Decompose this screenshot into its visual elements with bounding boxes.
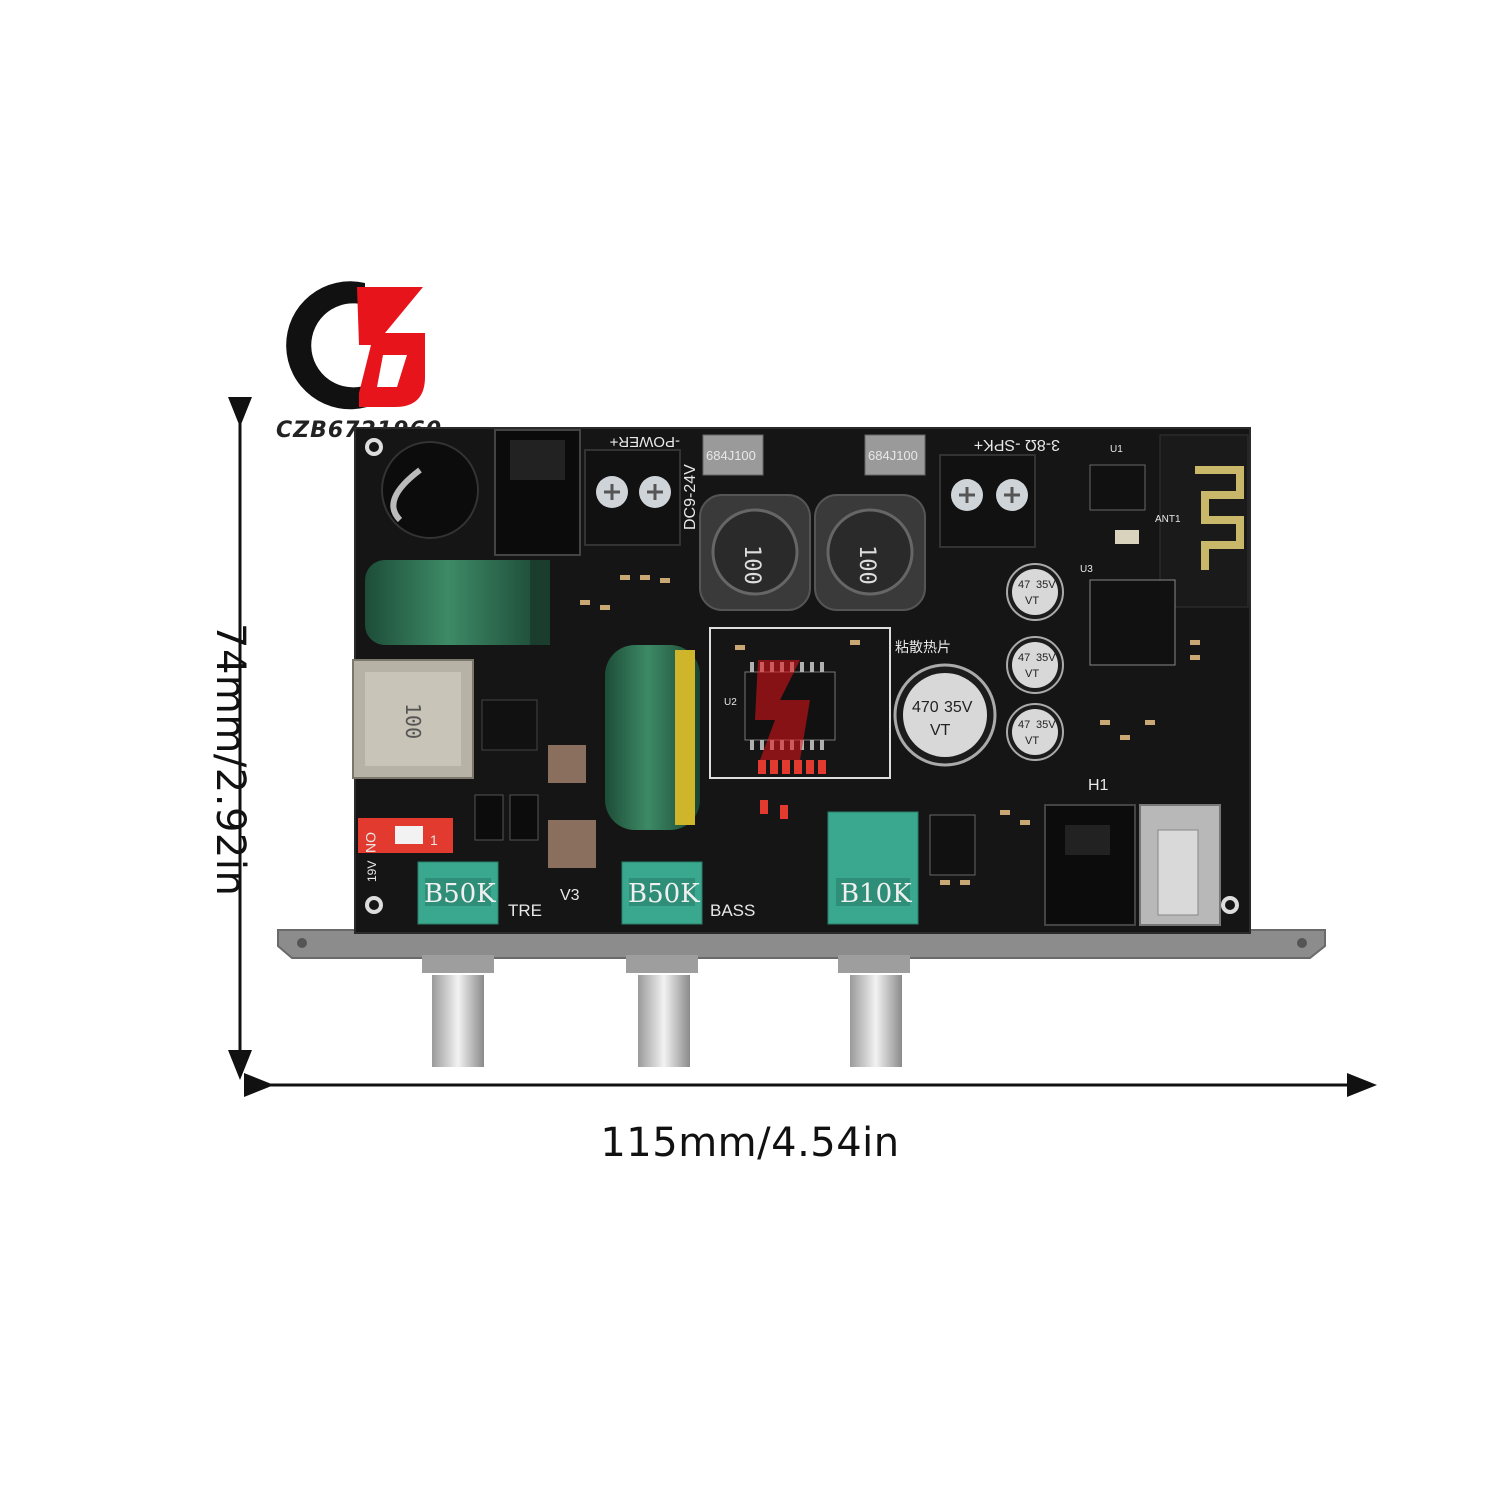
regulator-ic xyxy=(1089,464,1146,511)
pot-volume xyxy=(827,811,919,1067)
u1-label: U1 xyxy=(1110,444,1123,455)
cap-470-v1: 470 xyxy=(912,699,939,716)
solder-pad xyxy=(548,745,586,783)
cap-c-v1: 47 xyxy=(1018,719,1030,731)
power-terminal xyxy=(584,449,681,546)
h1-label: H1 xyxy=(1088,777,1109,794)
cap-a-v2: 35V xyxy=(1036,579,1056,591)
antenna-trace xyxy=(1195,466,1244,570)
audio-jack xyxy=(1044,804,1136,926)
cap-b-v3: VT xyxy=(1025,668,1039,680)
speaker-terminal xyxy=(939,454,1036,548)
cap-c-v3: VT xyxy=(1025,735,1039,747)
voltage-label: DC9-24V xyxy=(682,464,699,530)
front-plate xyxy=(277,929,1326,959)
green-capacitor-horizontal xyxy=(365,560,550,645)
tre-label: TRE xyxy=(508,901,542,920)
bluetooth-ic xyxy=(1089,579,1176,666)
ant-label: ANT1 xyxy=(1155,514,1181,525)
heatsink-note: 粘散热片 xyxy=(895,639,951,655)
power-label: -POWER+ xyxy=(609,433,680,450)
solder-pad xyxy=(548,820,596,868)
cap-b-v1: 47 xyxy=(1018,652,1030,664)
capacitor-47-a xyxy=(1006,563,1064,621)
pot-volume-label: B10K xyxy=(840,879,912,909)
capacitor-470 xyxy=(893,663,997,767)
pot-bass-label: B50K xyxy=(628,879,700,909)
capacitor-47-b xyxy=(1006,636,1064,694)
height-label: 74mm/2.92in xyxy=(207,623,253,897)
bass-label: BASS xyxy=(710,901,755,920)
width-label: 115mm/4.54in xyxy=(600,1120,900,1166)
cap-470-v3: VT xyxy=(930,722,951,739)
amplifier-ic xyxy=(709,627,891,779)
inductor-2 xyxy=(814,434,926,611)
pot-bass xyxy=(621,861,703,1067)
cap-470-v2: 35V xyxy=(944,699,973,716)
brand-logo xyxy=(285,275,435,420)
cap-a-v1: 47 xyxy=(1018,579,1030,591)
logo-mark-icon xyxy=(286,281,425,410)
switch-num-label: 1 xyxy=(430,832,438,848)
green-capacitor-vertical xyxy=(605,645,700,830)
pot-treble-label: B50K xyxy=(424,879,496,909)
big-inductor-face: 100 xyxy=(401,703,425,739)
cap-a-v3: VT xyxy=(1025,595,1039,607)
inductor-1 xyxy=(699,434,811,611)
switch-on-label: ON xyxy=(363,832,379,853)
speaker-label: 3-8Ω -SPK+ xyxy=(974,436,1060,453)
volt-select-label: 19V xyxy=(365,861,379,882)
u2-label: U2 xyxy=(724,697,737,708)
inductor-2-face: 100 xyxy=(854,545,879,585)
inductor-2-top: 684J100 xyxy=(868,448,918,463)
inductor-1-face: 100 xyxy=(739,545,764,585)
capacitor-47-c xyxy=(1006,703,1064,761)
mosfet xyxy=(481,699,538,751)
op-amp-ic xyxy=(929,814,976,876)
dip-switch xyxy=(358,818,453,853)
inductor-1-top: 684J100 xyxy=(706,448,756,463)
big-inductor xyxy=(352,659,474,779)
version-label: V3 xyxy=(560,887,580,904)
pot-treble xyxy=(417,861,499,1067)
cap-c-v2: 35V xyxy=(1036,719,1056,731)
u3-label: U3 xyxy=(1080,564,1093,575)
round-component xyxy=(381,441,479,539)
cap-b-v2: 35V xyxy=(1036,652,1056,664)
